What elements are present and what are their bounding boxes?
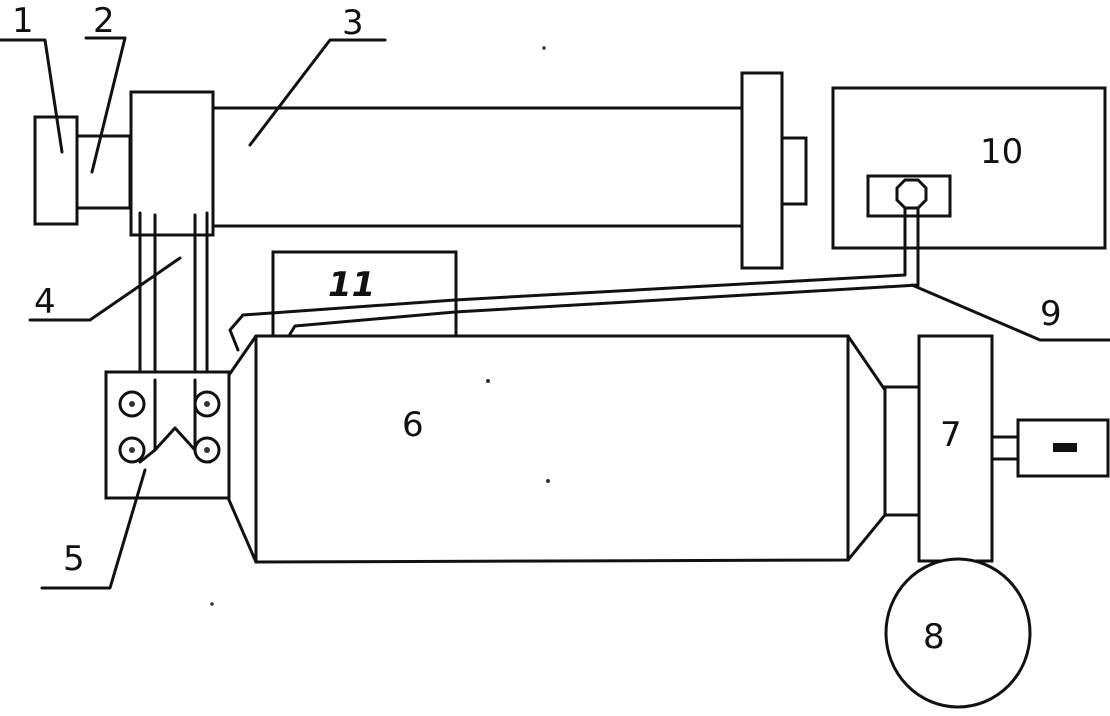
part-6-vessel: [227, 334, 922, 564]
label-9: 9: [1040, 294, 1062, 334]
part-3-roller: [211, 71, 808, 270]
label-1: 1: [12, 1, 34, 41]
label-6: 6: [402, 405, 424, 445]
label-4: 4: [34, 282, 56, 322]
part-1-end-block: [33, 115, 79, 226]
scan-specks: [210, 46, 550, 606]
label-5: 5: [63, 539, 85, 579]
part-8-wheel: [884, 557, 1032, 709]
part-2-coupling: [75, 134, 132, 210]
label-3: 3: [342, 3, 364, 43]
label-11: 11: [328, 265, 375, 305]
part-10-control-box: [831, 86, 1107, 250]
label-8: 8: [923, 617, 945, 657]
part-5-roller-block: [104, 370, 231, 500]
part-7-gearbox: [917, 334, 1110, 563]
part-9-pipe: [228, 206, 920, 352]
part-4-frame: [129, 90, 215, 442]
label-10: 10: [980, 132, 1023, 172]
part-11-box: [271, 250, 458, 338]
label-2: 2: [93, 1, 115, 41]
leader-lines: [0, 36, 1110, 590]
label-7: 7: [940, 415, 962, 455]
